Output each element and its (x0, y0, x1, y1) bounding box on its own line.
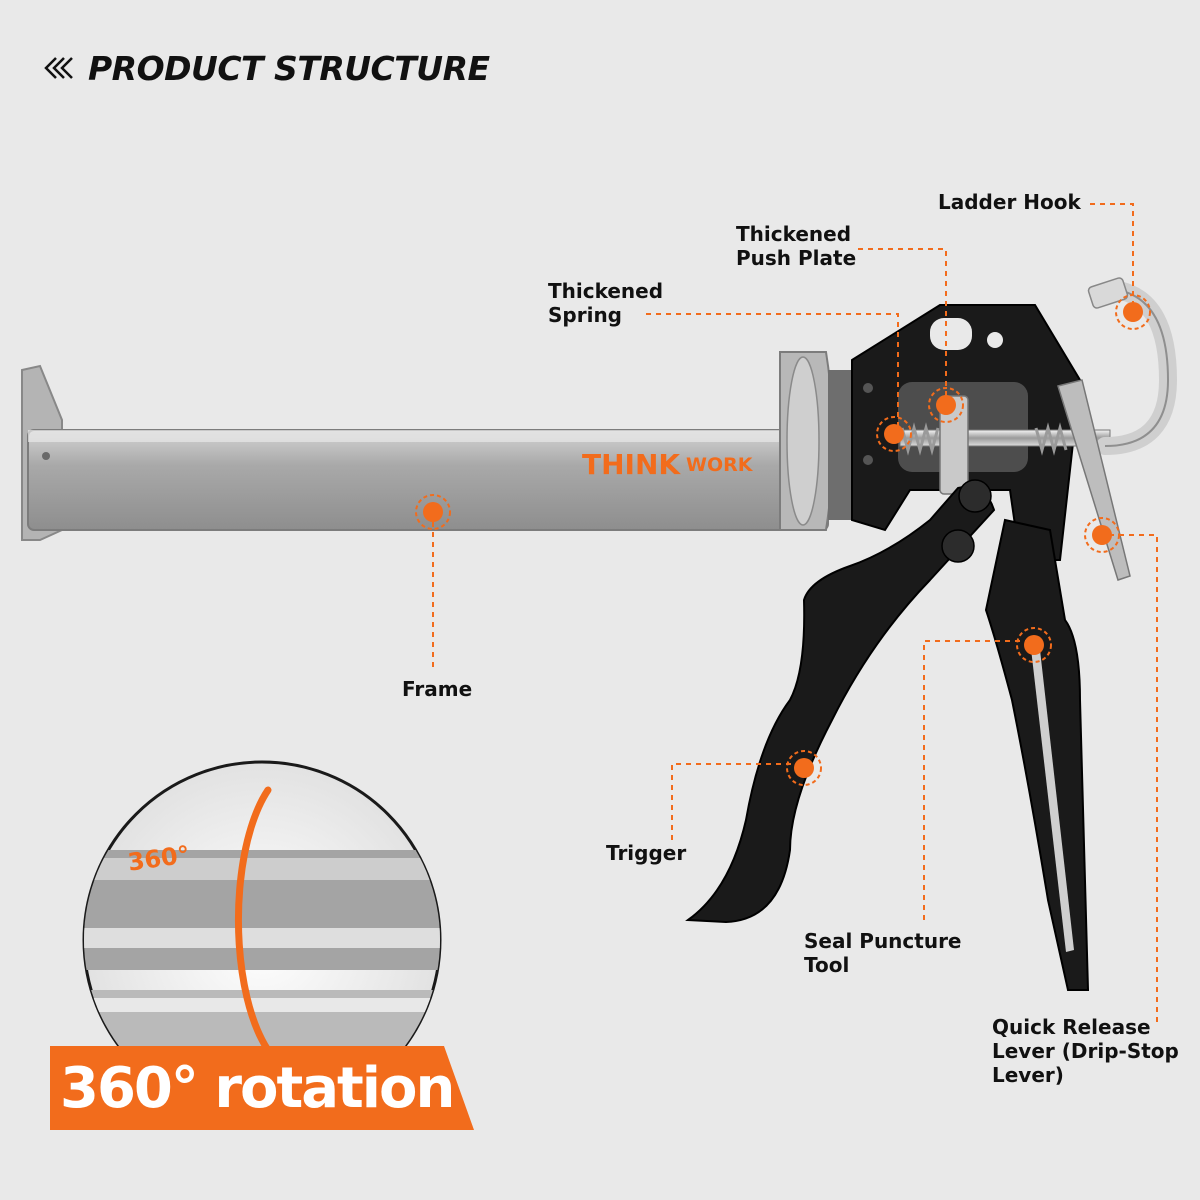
label-release-line1: Quick Release (992, 1015, 1151, 1039)
label-release-line2: Lever (Drip-Stop (992, 1039, 1179, 1063)
label-spring: Thickened Spring (548, 279, 663, 327)
label-ladder-hook: Ladder Hook (938, 190, 1081, 214)
label-quick-release-lever: Quick Release Lever (Drip-Stop Lever) (992, 1015, 1179, 1087)
leader-lines (432, 203, 1158, 1022)
label-spring-line2: Spring (548, 303, 622, 327)
frame-barrel (21, 351, 852, 541)
label-trigger: Trigger (606, 841, 687, 865)
label-seal-puncture-tool: Seal Puncture Tool (804, 929, 962, 977)
label-push-plate: Thickened Push Plate (736, 222, 856, 270)
brand-logo-work: WORK (686, 454, 754, 476)
rotation-inset (82, 760, 442, 1120)
page-title: PRODUCT STRUCTURE (88, 48, 490, 88)
label-seal-line2: Tool (804, 953, 850, 977)
label-frame: Frame (402, 677, 473, 701)
rotation-badge-text: 360° rotation (60, 1056, 455, 1121)
label-push-plate-line2: Push Plate (736, 246, 857, 270)
quick-release-lever-part (1057, 379, 1131, 581)
label-release-line3: Lever) (992, 1063, 1064, 1087)
handle-part (984, 518, 1090, 991)
section-header: PRODUCT STRUCTURE (40, 46, 490, 90)
spring-coils (900, 422, 1068, 456)
label-push-plate-line1: Thickened (736, 222, 852, 246)
label-seal-line1: Seal Puncture (804, 929, 962, 953)
double-chevron-left-icon (44, 57, 73, 79)
rotation-badge (50, 1046, 474, 1130)
callout-markers (415, 294, 1151, 786)
trigger-part (685, 486, 996, 924)
brand-logo-think: THINK (582, 448, 681, 481)
seal-puncture-tool-part (1030, 640, 1074, 952)
label-spring-line1: Thickened (548, 279, 664, 303)
